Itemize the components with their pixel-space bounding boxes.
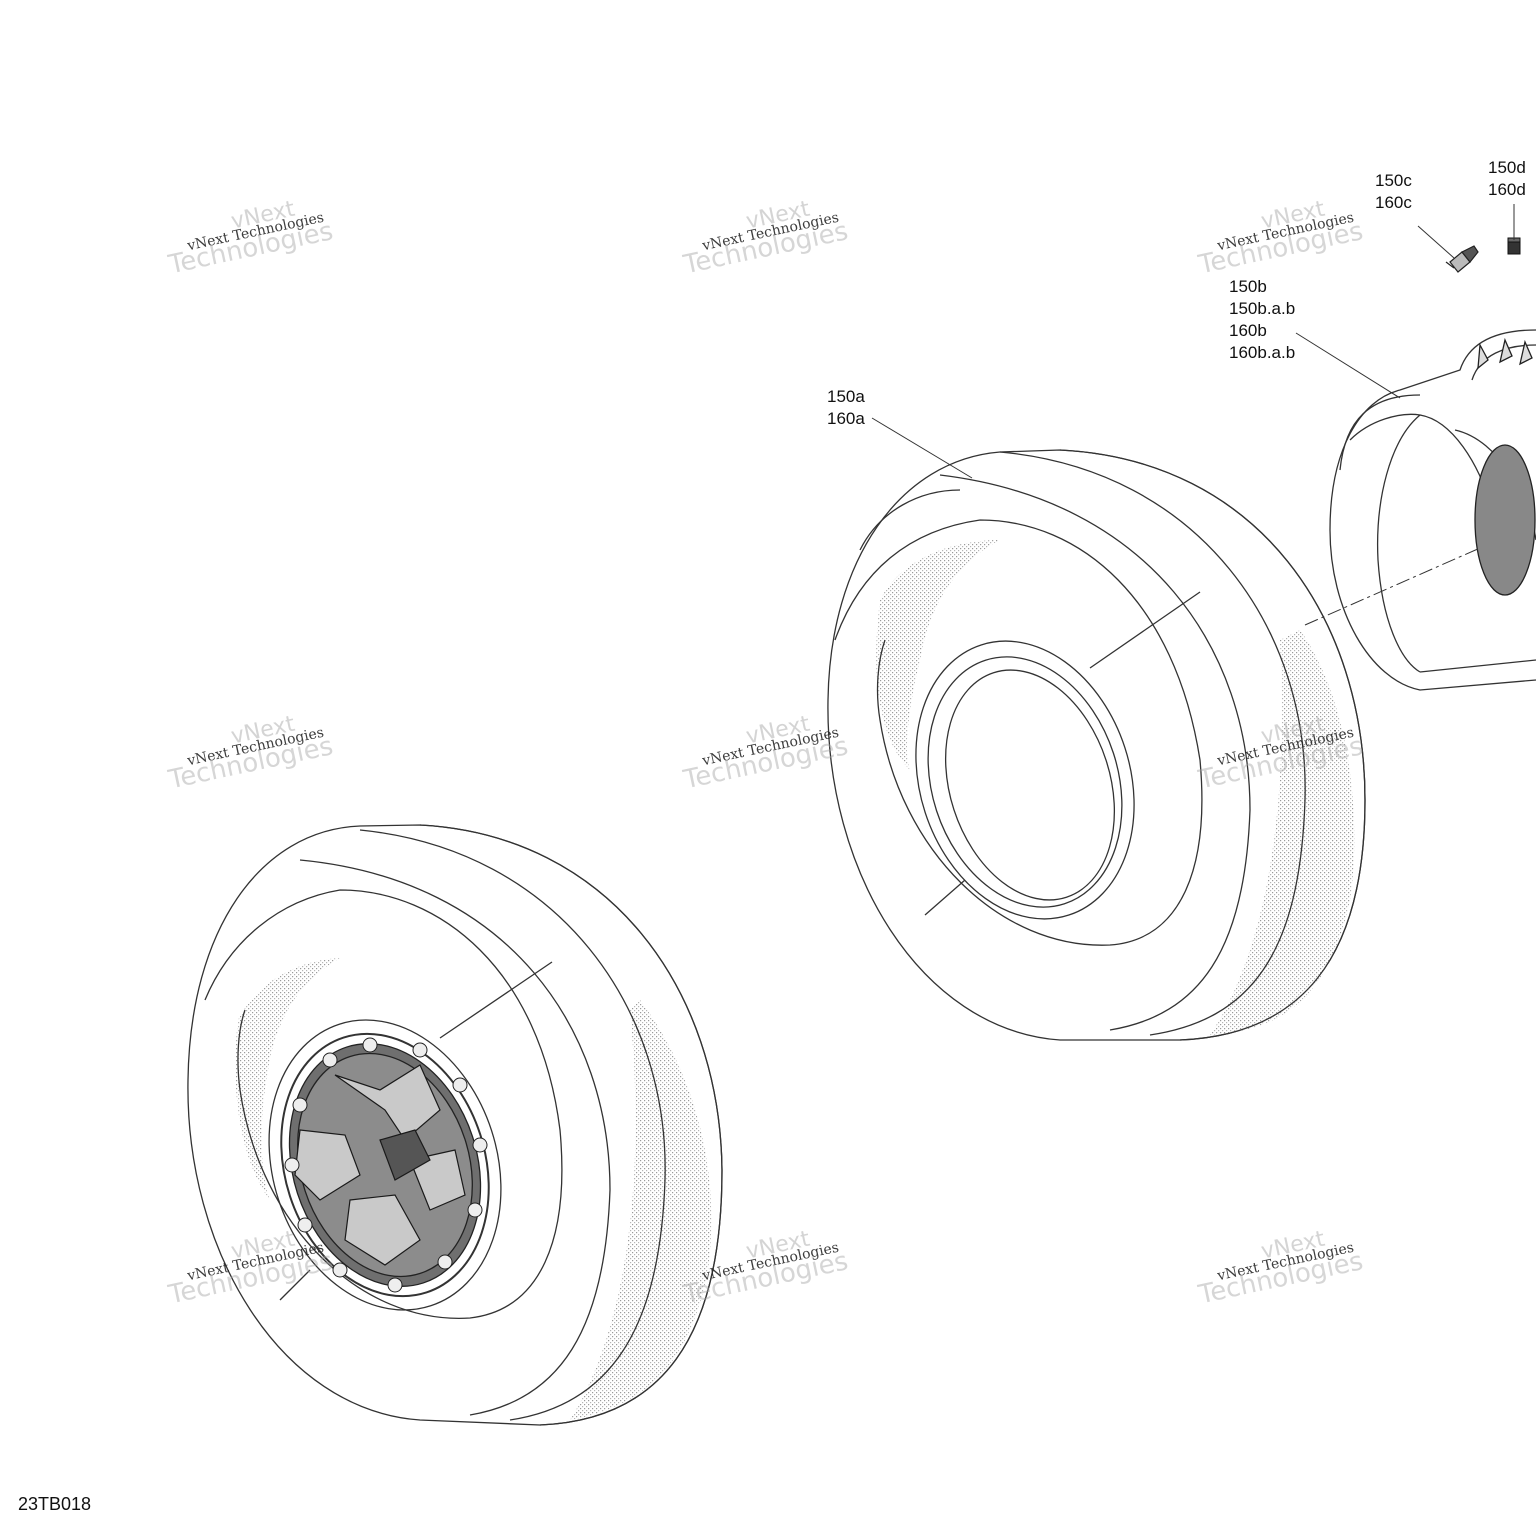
valve-cap xyxy=(1507,237,1521,255)
callout-150d: 150d 160d xyxy=(1488,158,1526,199)
callout-150b: 150b 150b.a.b 160b 160b.a.b xyxy=(1229,277,1296,362)
leader-lines xyxy=(871,204,1515,479)
rim-upper-right xyxy=(1329,329,1536,691)
callout-150a: 150a 160a xyxy=(827,387,865,428)
callout-150c: 150c 160c xyxy=(1375,171,1412,212)
tire-center xyxy=(827,449,1366,1041)
wheel-centerline xyxy=(1304,547,1481,626)
valve-stem xyxy=(1445,245,1479,273)
figure-id: 23TB018 xyxy=(18,1494,92,1514)
wheel-assembly-front xyxy=(187,824,723,1426)
